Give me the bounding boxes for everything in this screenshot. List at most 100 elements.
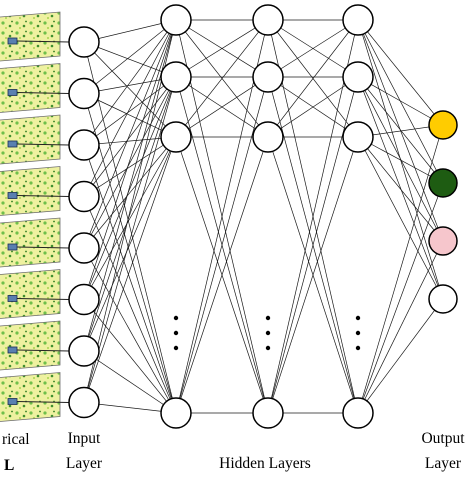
hidden-node — [252, 61, 284, 93]
hidden-node — [342, 397, 374, 429]
ellipsis-dot — [355, 315, 361, 321]
hidden-node — [160, 4, 192, 36]
hidden-node — [342, 121, 374, 153]
map-tile — [0, 217, 61, 268]
edge — [175, 136, 269, 414]
edge — [83, 19, 177, 146]
hidden-node — [252, 4, 284, 36]
image-link — [16, 401, 70, 403]
input-node — [68, 335, 100, 367]
input-image — [0, 269, 70, 319]
edge — [83, 196, 177, 414]
left-partial-label-line1: rical — [2, 431, 30, 448]
edge — [83, 136, 177, 403]
edge — [267, 19, 359, 78]
edge — [83, 76, 177, 352]
input-node — [68, 77, 100, 110]
edge — [83, 136, 177, 352]
edge — [357, 76, 444, 300]
output-layer-label-line2: Layer — [425, 455, 462, 472]
edge — [357, 136, 444, 242]
ellipsis-dot — [173, 315, 179, 321]
edge — [357, 19, 444, 184]
edge — [175, 76, 269, 414]
edge — [83, 19, 177, 43]
hidden-node — [160, 397, 192, 429]
input-image — [0, 11, 70, 62]
map-tile — [0, 114, 61, 165]
map-tile — [0, 63, 61, 113]
hidden-node — [252, 397, 284, 429]
output-layer-label-line1: Output — [421, 430, 465, 447]
input-node — [68, 129, 100, 161]
edge — [83, 41, 177, 78]
input-node — [68, 232, 100, 264]
left-partial-label-line2: L — [4, 457, 14, 474]
input-node — [68, 180, 100, 213]
image-link — [16, 298, 70, 300]
input-image — [0, 372, 70, 422]
sensor-marker — [7, 192, 18, 199]
edge — [357, 136, 444, 300]
sensor-marker — [7, 243, 18, 251]
ellipsis-dot — [265, 345, 271, 351]
hidden-node — [342, 61, 374, 93]
edge — [83, 19, 177, 300]
sensor-marker — [7, 140, 18, 148]
edge — [357, 76, 444, 242]
image-link — [16, 246, 70, 249]
input-node — [68, 283, 100, 316]
input-image — [0, 320, 70, 371]
edge — [83, 19, 177, 94]
ellipsis-dot — [355, 345, 361, 351]
map-tile — [0, 166, 61, 216]
edge — [175, 19, 269, 414]
edge — [83, 41, 177, 138]
input-image — [0, 114, 70, 165]
input-layer-label-line2: Layer — [66, 455, 103, 472]
output-node — [428, 226, 458, 256]
input-image — [0, 217, 70, 268]
edge — [357, 76, 444, 184]
hidden-node — [342, 4, 374, 36]
map-tile — [0, 320, 61, 371]
map-tile — [0, 269, 61, 319]
edge — [83, 144, 177, 414]
output-node — [428, 110, 458, 140]
edge — [83, 136, 177, 197]
edge — [267, 19, 359, 138]
ellipsis-dot — [173, 330, 179, 336]
edge — [83, 299, 177, 414]
edge — [83, 350, 177, 414]
hidden-node — [160, 121, 192, 153]
nodes — [68, 4, 458, 429]
output-node — [428, 168, 458, 198]
edge — [357, 298, 444, 414]
ellipsis-dot — [173, 345, 179, 351]
connections — [83, 19, 444, 414]
input-image — [0, 166, 70, 216]
input-layer-label-line1: Input — [68, 430, 101, 447]
ellipsis-dots — [173, 315, 361, 351]
edge — [357, 136, 444, 184]
input-node — [68, 386, 100, 419]
map-tile — [0, 11, 61, 62]
sensor-marker — [7, 398, 18, 405]
input-node — [68, 26, 100, 58]
edge — [83, 76, 177, 249]
image-link — [16, 349, 70, 352]
image-link — [16, 143, 70, 146]
sensor-marker — [7, 89, 18, 96]
edge — [357, 19, 444, 126]
map-tile — [0, 372, 61, 422]
edge — [175, 19, 269, 138]
edge — [83, 136, 177, 300]
edge — [83, 76, 177, 197]
hidden-layers-label: Hidden Layers — [219, 455, 311, 472]
image-link — [16, 40, 70, 43]
edge — [267, 136, 359, 414]
edge — [83, 136, 177, 249]
output-node — [428, 284, 458, 314]
edge — [83, 19, 177, 403]
